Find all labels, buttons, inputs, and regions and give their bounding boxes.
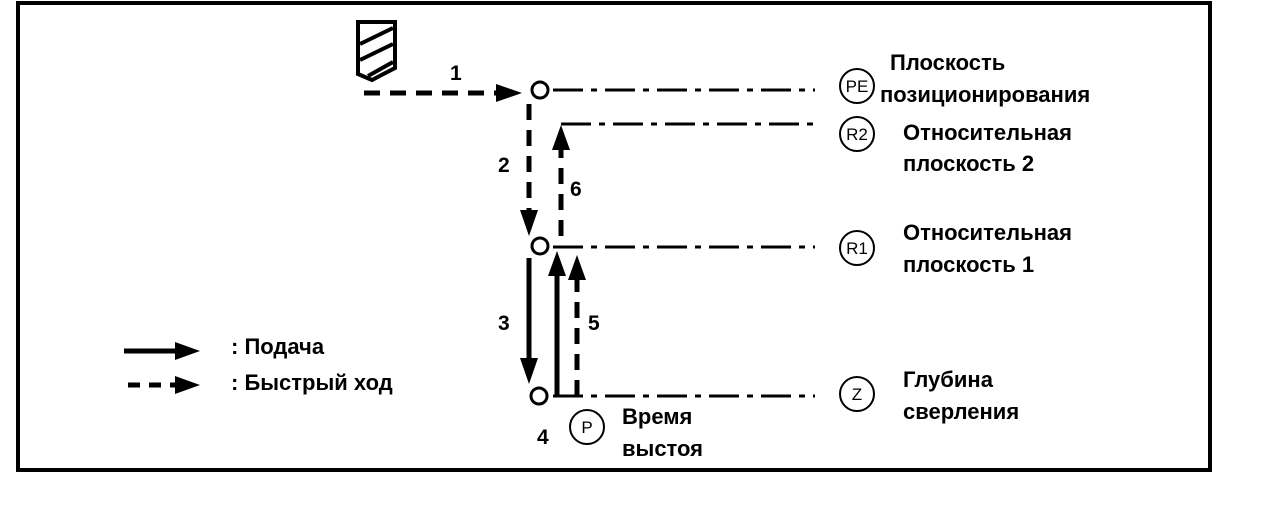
svg-text:R2: R2 bbox=[846, 125, 868, 144]
legend-rapid-arrowhead bbox=[175, 376, 200, 394]
legend: : Подача : Быстрый ход bbox=[124, 334, 393, 395]
svg-text:R1: R1 bbox=[846, 239, 868, 258]
r1-point-marker bbox=[530, 236, 550, 256]
step-5-label: 5 bbox=[588, 312, 600, 335]
r1-label-line2: плоскость 1 bbox=[903, 252, 1034, 277]
svg-text:Z: Z bbox=[852, 385, 862, 404]
z-point-marker bbox=[529, 386, 549, 406]
step-6-label: 6 bbox=[570, 178, 582, 201]
svg-text:P: P bbox=[581, 418, 592, 437]
pe-label-line1: Плоскость bbox=[890, 50, 1005, 75]
z-label-line2: сверления bbox=[903, 399, 1019, 424]
legend-rapid-label: : Быстрый ход bbox=[231, 370, 393, 395]
pe-label-line2: позиционирования bbox=[880, 82, 1090, 107]
svg-text:PE: PE bbox=[846, 77, 869, 96]
dwell-label-line1: Время bbox=[622, 404, 692, 429]
r2-label-line1: Относительная bbox=[903, 120, 1072, 145]
step-2-label: 2 bbox=[498, 154, 510, 177]
r1-label-line1: Относительная bbox=[903, 220, 1072, 245]
r2-symbol: R2 bbox=[839, 116, 875, 152]
step-4-label: 4 bbox=[537, 426, 549, 449]
legend-feed-arrowhead bbox=[175, 342, 200, 360]
pe-point-marker bbox=[530, 80, 550, 100]
z-symbol: Z bbox=[839, 376, 875, 412]
rapid-down-arrowhead bbox=[520, 210, 538, 236]
rapid-up-r1-arrowhead bbox=[568, 255, 586, 280]
feed-down-arrowhead bbox=[520, 358, 538, 384]
legend-feed-label: : Подача bbox=[231, 334, 325, 359]
r1-symbol: R1 bbox=[839, 230, 875, 266]
rapid-approach-arrowhead bbox=[496, 84, 522, 102]
step-1-label: 1 bbox=[450, 62, 462, 85]
pe-symbol: PE bbox=[839, 68, 875, 104]
step-3-label: 3 bbox=[498, 312, 510, 335]
diagram-frame bbox=[16, 1, 1212, 472]
drill-icon bbox=[356, 20, 397, 83]
r2-label-line2: плоскость 2 bbox=[903, 151, 1034, 176]
feed-up-arrowhead bbox=[548, 251, 566, 276]
rapid-up-r2-arrowhead bbox=[552, 125, 570, 150]
z-label-line1: Глубина bbox=[903, 367, 994, 392]
dwell-symbol: P bbox=[569, 409, 605, 445]
dwell-label-line2: выстоя bbox=[622, 436, 703, 461]
